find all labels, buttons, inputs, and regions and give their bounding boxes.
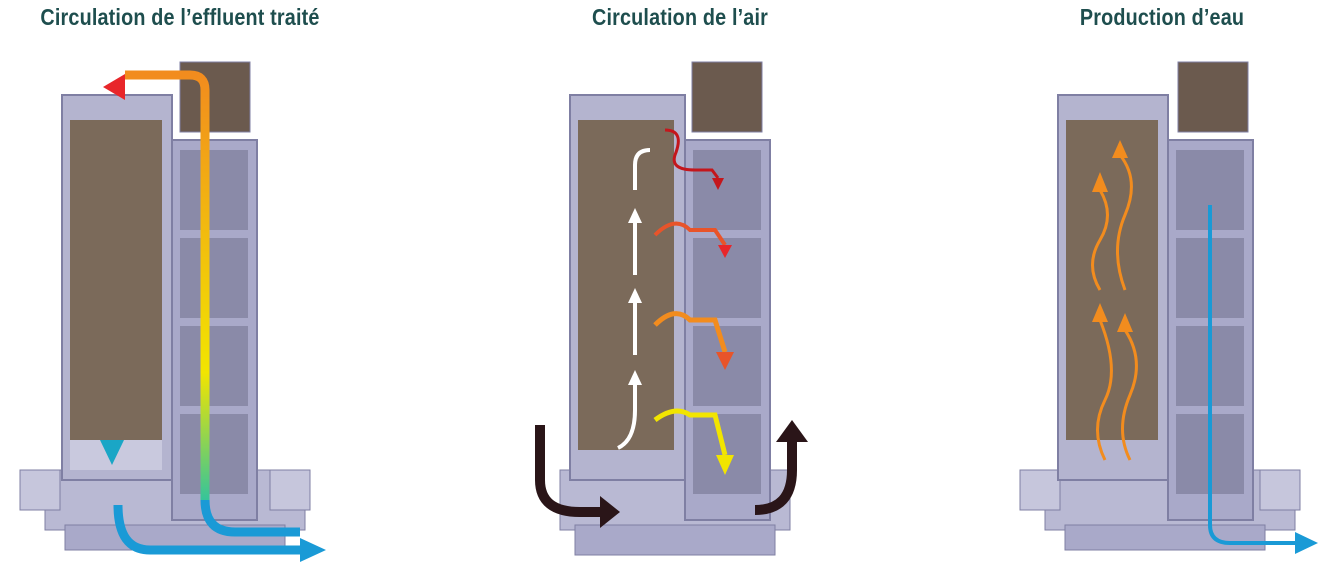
panel-title-air: Circulation de l’air — [591, 4, 769, 30]
evaporation-tower — [569, 94, 686, 481]
condensation-tower — [171, 61, 258, 521]
vapor-wavy-arrows — [1091, 140, 1138, 461]
effluent-flow-arrow — [100, 70, 326, 562]
water-flow-arrow — [1208, 205, 1318, 554]
condensation-tower — [684, 61, 771, 521]
panel-air: Circulation de l’air — [500, 0, 860, 567]
panel-effluent: Circulation de l’effluent traité — [0, 0, 360, 567]
effluent-diagram — [19, 61, 326, 562]
panel-title-effluent: Circulation de l’effluent traité — [40, 4, 320, 30]
water-diagram — [1019, 61, 1318, 554]
machine-base — [1019, 469, 1301, 551]
evaporation-tower — [1057, 94, 1169, 481]
evaporation-tower — [61, 94, 173, 481]
air-diagram — [535, 61, 808, 556]
air-flow-arrows — [535, 128, 808, 528]
machine-base — [19, 469, 311, 551]
panel-title-water: Production d’eau — [1079, 4, 1245, 30]
panel-water: Production d’eau — [1000, 0, 1324, 567]
